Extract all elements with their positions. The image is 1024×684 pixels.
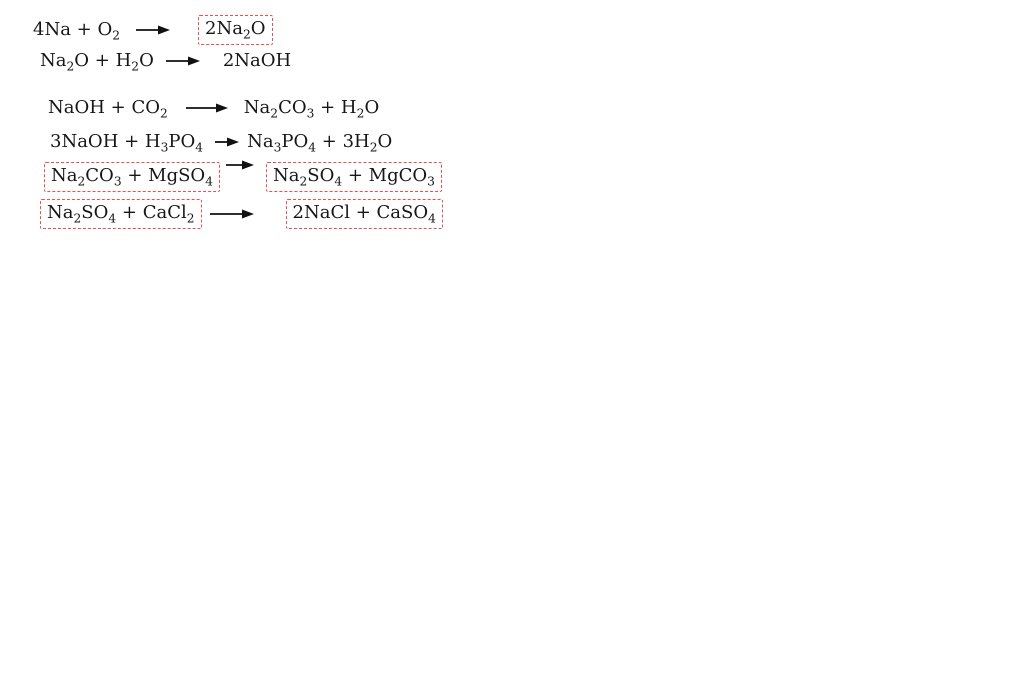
- right-arrow-icon: [165, 56, 200, 66]
- right-arrow-icon: [209, 209, 254, 219]
- equation-row-1: 4Na + O2 2Na2O: [33, 15, 273, 45]
- product-formula: Na2SO4 + MgCO3: [265, 162, 442, 192]
- product-formula: Na3PO4 + 3H2O: [247, 131, 393, 155]
- reactant-formula: 3NaOH + H3PO4: [50, 131, 204, 155]
- product-formula: 2NaOH: [222, 50, 292, 71]
- product-formula: 2Na2O: [198, 15, 273, 45]
- equation-row-4: 3NaOH + H3PO4 Na3PO4 + 3H2O: [50, 131, 393, 155]
- equation-row-5: Na2CO3 + MgSO4 Na2SO4 + MgCO3: [44, 160, 442, 192]
- right-arrow-icon: [136, 25, 171, 35]
- equation-row-2: Na2O + H2O 2NaOH: [40, 50, 292, 74]
- reactant-formula: Na2SO4 + CaCl2: [40, 199, 202, 229]
- reactant-formula: Na2CO3 + MgSO4: [44, 162, 220, 192]
- product-formula: Na2CO3 + H2O: [243, 97, 380, 121]
- reactant-formula: NaOH + CO2: [48, 97, 168, 121]
- equation-row-6: Na2SO4 + CaCl2 2NaCl + CaSO4: [40, 199, 443, 229]
- right-arrow-icon: [215, 137, 240, 147]
- product-formula: 2NaCl + CaSO4: [285, 199, 443, 229]
- equation-row-3: NaOH + CO2 Na2CO3 + H2O: [48, 97, 380, 121]
- right-arrow-icon: [225, 160, 254, 170]
- right-arrow-icon: [185, 103, 228, 113]
- reactant-formula: 4Na + O2: [33, 19, 121, 43]
- reactant-formula: Na2O + H2O: [40, 50, 154, 74]
